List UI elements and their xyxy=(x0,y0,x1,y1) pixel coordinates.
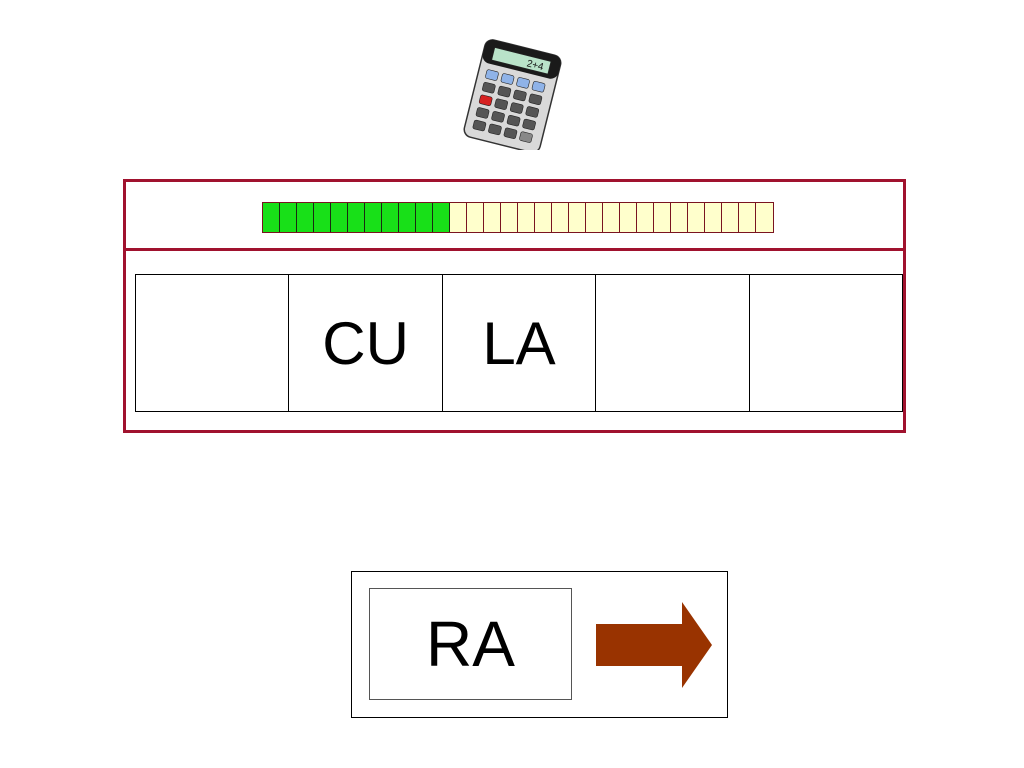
progress-segment-remaining xyxy=(637,203,654,232)
progress-segment-remaining xyxy=(569,203,586,232)
arrow-right-icon[interactable] xyxy=(596,602,712,688)
calculator-key xyxy=(478,94,493,107)
calculator-key xyxy=(522,118,536,131)
progress-segment-remaining xyxy=(654,203,671,232)
progress-segment-complete xyxy=(433,203,450,232)
answer-panel: RA xyxy=(351,571,728,718)
calculator-key xyxy=(500,73,515,85)
progress-segment-remaining xyxy=(756,203,773,232)
calculator-key xyxy=(506,114,521,127)
progress-segment-complete xyxy=(365,203,382,232)
candidate-syllable-tile[interactable]: RA xyxy=(369,588,572,700)
game-board: CU LA xyxy=(123,179,906,433)
progress-segment-complete xyxy=(280,203,297,232)
syllable-slot-3[interactable]: LA xyxy=(442,275,597,411)
progress-segment-remaining xyxy=(739,203,756,232)
progress-bar xyxy=(262,202,774,233)
progress-segment-remaining xyxy=(535,203,552,232)
calculator-icon: 2+4 xyxy=(463,39,562,150)
calculator-key xyxy=(509,102,524,114)
progress-segment-remaining xyxy=(620,203,637,232)
progress-segment-complete xyxy=(314,203,331,232)
progress-segment-complete xyxy=(348,203,365,232)
calculator-key xyxy=(488,123,502,136)
progress-segment-remaining xyxy=(501,203,518,232)
calculator-key xyxy=(494,98,508,110)
progress-segment-complete xyxy=(416,203,433,232)
calculator-key xyxy=(503,127,518,139)
progress-segment-complete xyxy=(399,203,416,232)
calculator-key xyxy=(528,93,543,106)
progress-segment-remaining xyxy=(450,203,467,232)
progress-segment-remaining xyxy=(705,203,722,232)
progress-segment-complete xyxy=(382,203,399,232)
calculator-key xyxy=(525,106,540,118)
calculator-key xyxy=(491,111,505,123)
calculator-key xyxy=(485,69,499,81)
calculator-display: 2+4 xyxy=(525,58,545,73)
progress-segment-remaining xyxy=(722,203,739,232)
progress-segment-remaining xyxy=(603,203,620,232)
progress-segment-complete xyxy=(297,203,314,232)
calculator-key xyxy=(531,81,546,93)
progress-segment-remaining xyxy=(467,203,484,232)
calculator-key xyxy=(472,119,487,132)
progress-segment-remaining xyxy=(671,203,688,232)
progress-segment-remaining xyxy=(484,203,501,232)
calculator-key xyxy=(482,82,496,94)
calculator-key xyxy=(513,89,527,102)
calculator-key xyxy=(519,131,533,143)
syllable-slot-4[interactable] xyxy=(596,275,750,411)
syllable-slot-5[interactable] xyxy=(749,275,903,411)
calculator-key xyxy=(475,107,490,119)
syllable-slot-1[interactable] xyxy=(136,275,290,411)
progress-segment-remaining xyxy=(518,203,535,232)
board-divider xyxy=(126,248,903,251)
calculator-key xyxy=(497,85,512,98)
progress-segment-complete xyxy=(331,203,348,232)
progress-segment-remaining xyxy=(688,203,705,232)
progress-segment-complete xyxy=(263,203,280,232)
progress-segment-remaining xyxy=(552,203,569,232)
syllable-slot-2[interactable]: CU xyxy=(289,275,443,411)
calculator-key xyxy=(516,77,530,89)
progress-segment-remaining xyxy=(586,203,603,232)
syllable-slots: CU LA xyxy=(135,274,903,412)
